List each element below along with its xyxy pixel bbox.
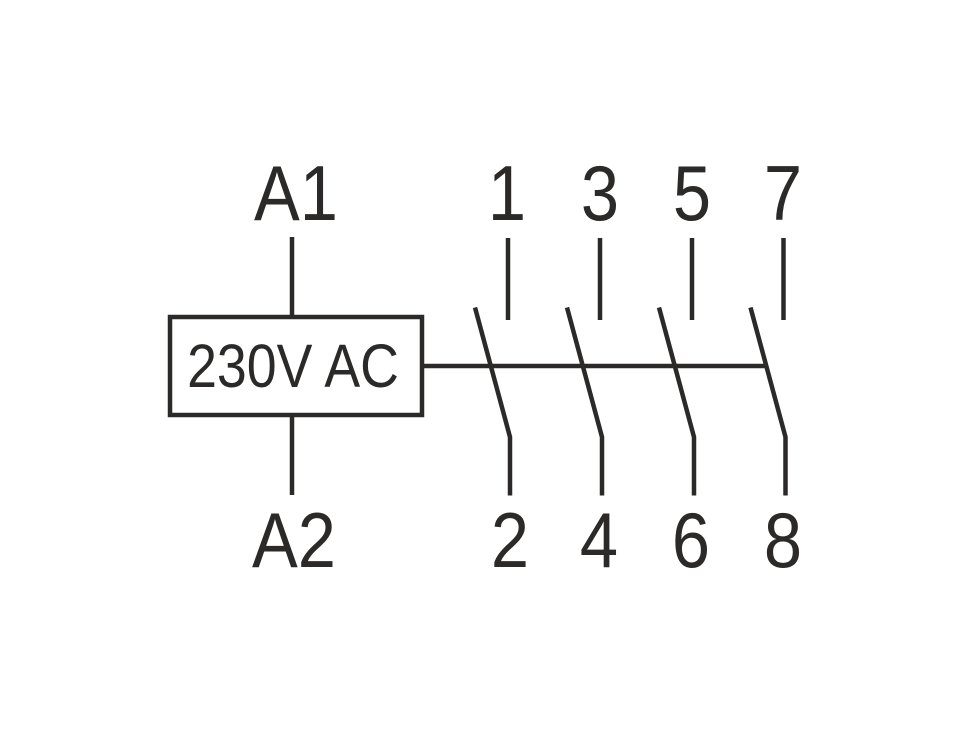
terminal-label-2: 2 xyxy=(491,496,529,584)
terminal-label-1: 1 xyxy=(488,149,526,237)
coil-terminal-label-a2: A2 xyxy=(252,496,336,584)
contact-blade xyxy=(472,306,513,496)
contact-blade xyxy=(748,306,788,496)
contact-7-8 xyxy=(748,238,788,496)
coil-box xyxy=(167,314,425,418)
coil-terminal-label-a1: A1 xyxy=(254,149,338,237)
contact-blade xyxy=(564,306,605,496)
terminal-label-7: 7 xyxy=(764,149,802,237)
terminal-label-8: 8 xyxy=(764,496,802,584)
contact-blade xyxy=(656,306,697,496)
wire-layer xyxy=(167,237,788,496)
terminal-label-4: 4 xyxy=(580,496,618,584)
contact-1-2 xyxy=(472,238,513,496)
label-layer: A1 A2 230V AC 1 3 5 7 2 4 6 8 xyxy=(187,149,802,584)
contact-3-4 xyxy=(564,238,605,496)
terminal-label-5: 5 xyxy=(673,149,711,237)
coil-voltage-label: 230V AC xyxy=(187,333,399,401)
contact-5-6 xyxy=(656,238,697,496)
terminal-label-6: 6 xyxy=(672,496,710,584)
terminal-label-3: 3 xyxy=(581,149,619,237)
